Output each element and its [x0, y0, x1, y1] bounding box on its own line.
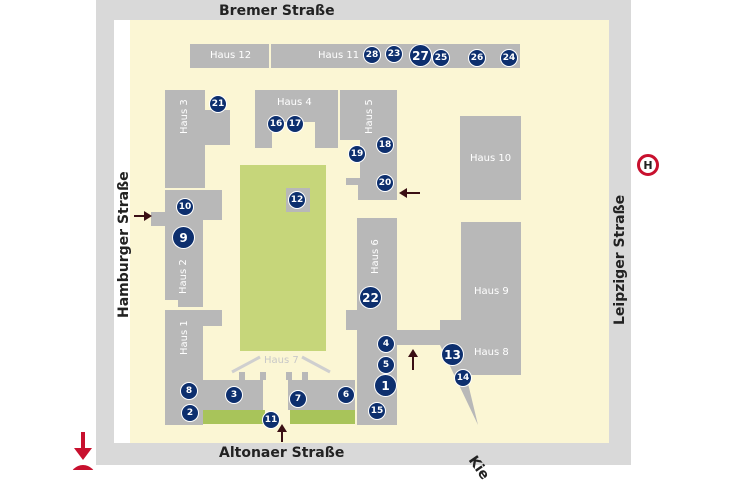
marker-6[interactable]: 6: [338, 387, 354, 403]
location-pin-icon: [72, 432, 94, 470]
road-south: [96, 443, 631, 465]
entrance-arrow-icon-haus8: [408, 349, 418, 370]
marker-1[interactable]: 1: [375, 375, 396, 396]
marker-25[interactable]: 25: [433, 50, 449, 66]
marker-7[interactable]: 7: [290, 391, 306, 407]
street-east-label: Leipziger Straße: [612, 194, 628, 325]
marker-24[interactable]: 24: [501, 50, 517, 66]
label-haus-7: Haus 7: [264, 355, 299, 366]
building-haus-10[interactable]: [460, 116, 521, 200]
label-haus-4: Haus 4: [277, 97, 312, 108]
marker-5[interactable]: 5: [378, 357, 394, 373]
street-west-label: Hamburger Straße: [116, 171, 132, 318]
lawn-strip-west: [203, 410, 265, 424]
label-haus-2: Haus 2: [178, 259, 189, 294]
street-north-label: Bremer Straße: [219, 3, 335, 19]
entrance-arrow-icon-west: [134, 211, 152, 221]
marker-16[interactable]: 16: [268, 116, 284, 132]
marker-4[interactable]: 4: [378, 336, 394, 352]
marker-15[interactable]: 15: [369, 403, 385, 419]
label-haus-8: Haus 8: [474, 347, 509, 358]
marker-26[interactable]: 26: [469, 50, 485, 66]
bus-stop-icon[interactable]: H: [637, 154, 659, 176]
street-south-label: Altonaer Straße: [219, 445, 345, 461]
building-haus-12[interactable]: [190, 44, 269, 68]
marker-8[interactable]: 8: [181, 383, 197, 399]
haus-7-canopy-left: [231, 355, 261, 374]
marker-9[interactable]: 9: [173, 227, 194, 248]
building-haus-1[interactable]: [165, 310, 222, 425]
marker-28[interactable]: 28: [364, 47, 380, 63]
marker-13[interactable]: 13: [442, 344, 463, 365]
label-haus-12: Haus 12: [210, 50, 252, 61]
marker-21[interactable]: 21: [210, 96, 226, 112]
marker-20[interactable]: 20: [377, 175, 393, 191]
building-haus-9[interactable]: [461, 222, 521, 325]
entrance-arrow-icon-south: [277, 424, 287, 442]
marker-10[interactable]: 10: [177, 199, 193, 215]
marker-3[interactable]: 3: [226, 387, 242, 403]
west-entrance-step: [151, 212, 165, 226]
building-haus-6[interactable]: [346, 218, 397, 425]
label-haus-1: Haus 1: [179, 320, 190, 355]
marker-23[interactable]: 23: [386, 46, 402, 62]
road-west: [96, 0, 114, 470]
label-haus-10: Haus 10: [470, 153, 512, 164]
entrance-arrow-icon-haus5: [399, 188, 420, 198]
lawn-strip-east: [290, 410, 355, 424]
road-east: [609, 0, 631, 470]
marker-22[interactable]: 22: [360, 287, 381, 308]
marker-14[interactable]: 14: [455, 370, 471, 386]
marker-2[interactable]: 2: [182, 405, 198, 421]
label-haus-5: Haus 5: [364, 99, 375, 134]
marker-18[interactable]: 18: [377, 137, 393, 153]
building-haus-3[interactable]: [165, 90, 230, 188]
campus-map: [72, 0, 631, 470]
marker-11[interactable]: 11: [263, 412, 279, 428]
label-haus-9: Haus 9: [474, 286, 509, 297]
marker-19[interactable]: 19: [349, 146, 365, 162]
marker-12[interactable]: 12: [289, 192, 305, 208]
building-haus-2[interactable]: [165, 190, 222, 307]
building-haus-5[interactable]: [340, 90, 397, 200]
label-haus-11: Haus 11: [318, 50, 360, 61]
marker-27[interactable]: 27: [410, 45, 431, 66]
label-haus-6: Haus 6: [370, 239, 381, 274]
central-lawn: [240, 165, 326, 351]
marker-17[interactable]: 17: [287, 116, 303, 132]
haus-7-canopy-right: [301, 355, 331, 374]
label-haus-3: Haus 3: [179, 99, 190, 134]
road-north: [96, 0, 631, 20]
